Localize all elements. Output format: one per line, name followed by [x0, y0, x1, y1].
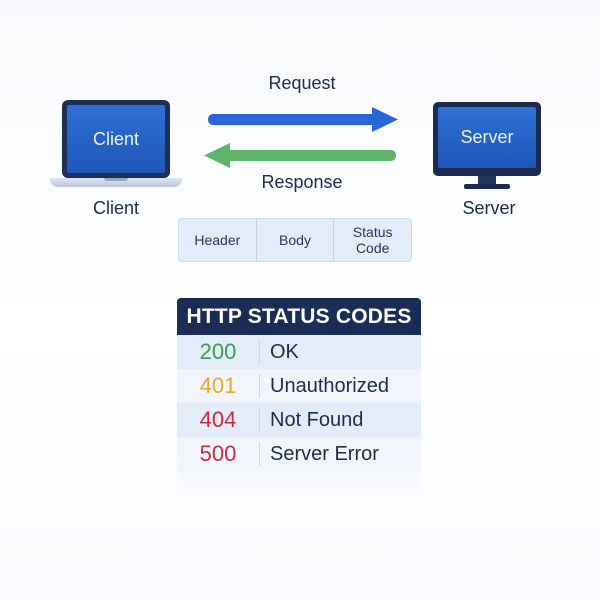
- client-label: Client: [92, 198, 140, 218]
- status-message: Server Error: [270, 442, 379, 465]
- table-row: 401 Unauthorized: [177, 369, 421, 403]
- part-status-code: Status Code: [333, 219, 411, 261]
- part-header: Header: [194, 232, 241, 248]
- status-table-title: HTTP STATUS CODES: [177, 298, 421, 335]
- server-screen-text: Server: [438, 107, 536, 168]
- laptop-icon: Client: [62, 100, 170, 178]
- status-code: 404: [177, 408, 260, 432]
- request-label: Request: [268, 73, 336, 93]
- status-message: Unauthorized: [270, 374, 389, 397]
- laptop-notch: [104, 178, 128, 181]
- status-code: 401: [177, 374, 260, 398]
- laptop-base: [50, 178, 182, 187]
- status-table: 200 OK 401 Unauthorized 404 Not Found 50…: [177, 335, 421, 471]
- client-screen-text: Client: [67, 105, 165, 173]
- status-message: Not Found: [270, 408, 364, 431]
- response-arrow: [204, 143, 396, 168]
- table-row: 404 Not Found: [177, 403, 421, 437]
- request-arrow: [208, 107, 398, 132]
- server-label: Server: [462, 198, 516, 218]
- monitor-foot: [464, 184, 510, 189]
- status-code: 500: [177, 442, 260, 466]
- status-message: OK: [270, 340, 299, 363]
- monitor-neck: [478, 176, 496, 184]
- response-label: Response: [261, 172, 343, 192]
- table-row: 200 OK: [177, 335, 421, 369]
- message-parts: Header Body Status Code: [178, 218, 412, 262]
- part-status-code-label: Status Code: [352, 224, 393, 256]
- status-code: 200: [177, 340, 260, 364]
- monitor-icon: Server: [433, 102, 541, 176]
- part-body: Body: [255, 219, 334, 261]
- table-fade: [177, 470, 421, 500]
- table-row: 500 Server Error: [177, 437, 421, 471]
